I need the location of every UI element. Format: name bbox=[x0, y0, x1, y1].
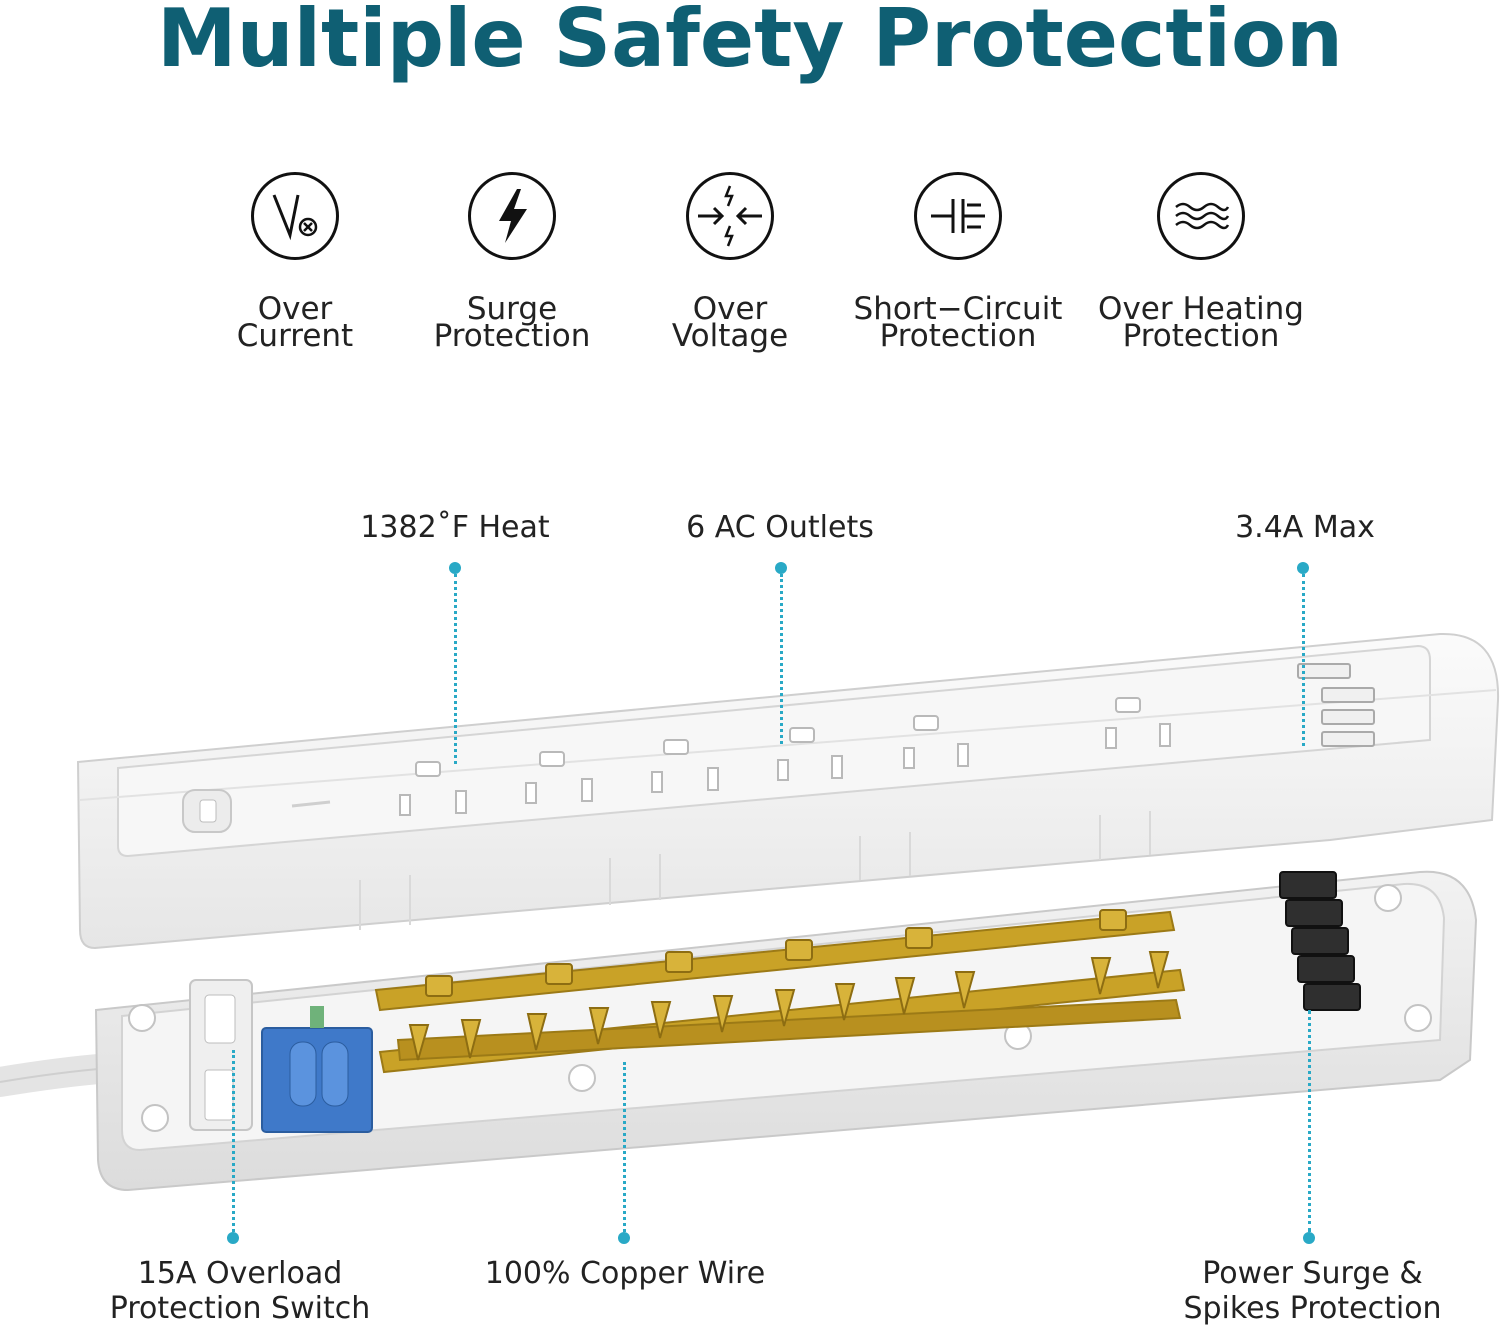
power-strip-cover bbox=[76, 632, 1500, 950]
callout-line bbox=[454, 574, 457, 764]
callout-surge: Power Surge & Spikes Protection bbox=[1183, 1256, 1442, 1326]
callout-line bbox=[1308, 1010, 1311, 1232]
callout-dot bbox=[1297, 562, 1309, 574]
callout-outlets: 6 AC Outlets bbox=[686, 510, 874, 545]
feature-label: Over Heating Protection bbox=[1098, 291, 1304, 354]
callout-dot bbox=[618, 1232, 630, 1244]
callout-heat: 1382˚F Heat bbox=[360, 510, 550, 545]
short-circuit-icon bbox=[914, 172, 1002, 260]
feature-over-heating: Over Heating Protection bbox=[1091, 172, 1311, 354]
feature-over-current: Over Current bbox=[185, 172, 405, 354]
callout-copper: 100% Copper Wire bbox=[484, 1256, 766, 1291]
feature-label: Over Voltage bbox=[671, 291, 789, 354]
callout-line bbox=[1302, 574, 1305, 746]
callout-line bbox=[780, 574, 783, 744]
feature-over-voltage: Over Voltage bbox=[620, 172, 840, 354]
feature-label: Over Current bbox=[236, 291, 354, 354]
callout-line bbox=[232, 1050, 235, 1232]
feature-surge-protection: Surge Protection bbox=[402, 172, 622, 354]
callout-dot bbox=[1303, 1232, 1315, 1244]
feature-label: Short−Circuit Protection bbox=[853, 291, 1063, 354]
callout-switch: 15A Overload Protection Switch bbox=[109, 1256, 371, 1326]
power-strip-illustration bbox=[0, 632, 1500, 1192]
callout-dot bbox=[775, 562, 787, 574]
heat-waves-icon bbox=[1157, 172, 1245, 260]
power-strip-base bbox=[94, 870, 1478, 1192]
feature-label: Surge Protection bbox=[433, 291, 591, 354]
over-current-icon bbox=[251, 172, 339, 260]
over-voltage-icon bbox=[686, 172, 774, 260]
lightning-bolt-icon bbox=[468, 172, 556, 260]
callout-dot bbox=[449, 562, 461, 574]
callout-line bbox=[623, 1062, 626, 1232]
callout-usb: 3.4A Max bbox=[1235, 510, 1375, 545]
page-title: Multiple Safety Protection bbox=[157, 0, 1343, 85]
feature-short-circuit: Short−Circuit Protection bbox=[848, 172, 1068, 354]
callout-dot bbox=[227, 1232, 239, 1244]
usb-module bbox=[1279, 871, 1361, 1011]
overload-breaker bbox=[261, 1027, 373, 1133]
